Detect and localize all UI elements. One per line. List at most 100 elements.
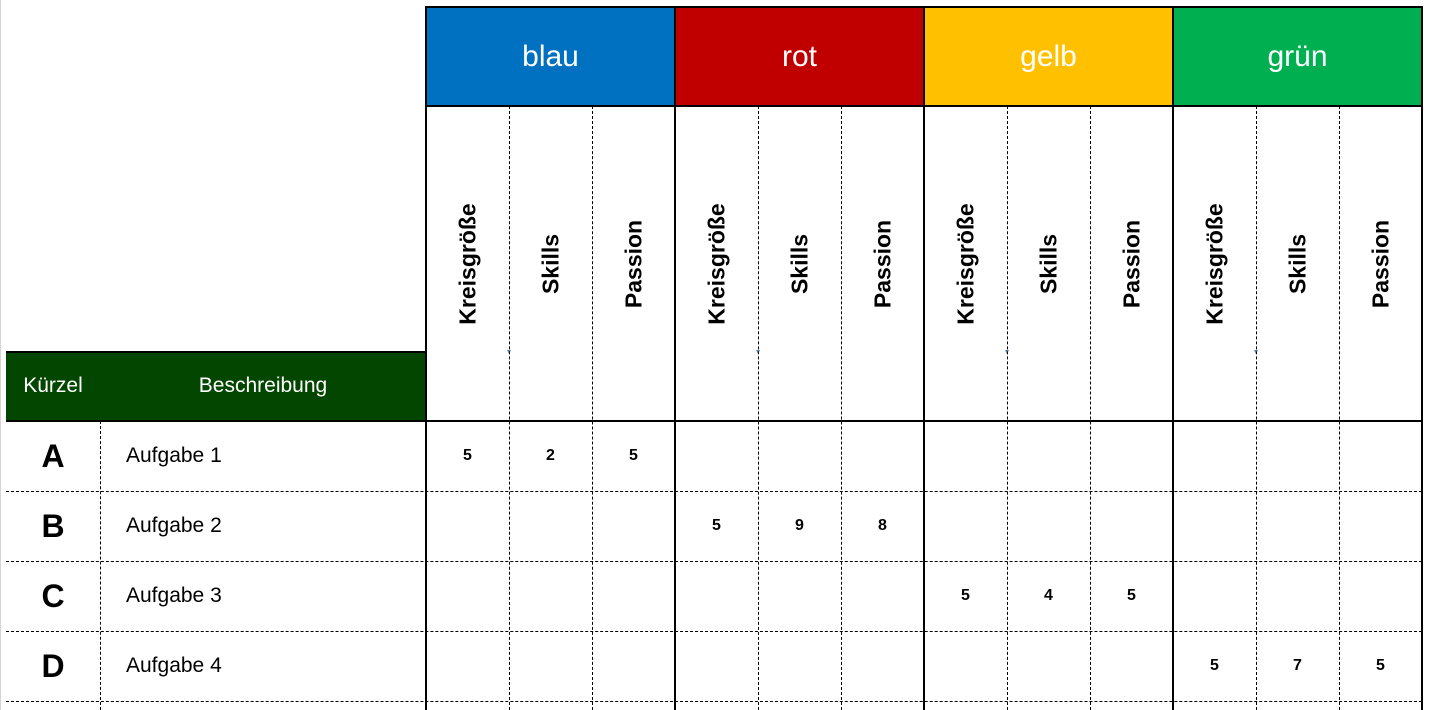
value-cell[interactable] <box>1007 491 1090 561</box>
subheader-label: Kreisgröße <box>952 202 978 325</box>
value-cell[interactable] <box>675 631 758 701</box>
value-cell[interactable] <box>1256 421 1339 491</box>
subheader-cell[interactable]: Passion <box>1090 106 1173 421</box>
subheader-cell[interactable]: Skills <box>1007 106 1090 421</box>
subheader-label: Passion <box>1118 219 1144 308</box>
sheet-left-edge <box>0 0 1 710</box>
subcolumn-border-line <box>592 106 593 710</box>
row-kuerzel[interactable]: D <box>41 647 65 684</box>
group-header-2[interactable]: gelb <box>924 7 1173 106</box>
value-cell[interactable] <box>1256 491 1339 561</box>
value-cell[interactable]: 9 <box>795 517 804 534</box>
value-cell[interactable] <box>1007 631 1090 701</box>
value-cell[interactable]: 5 <box>961 587 970 604</box>
subheader-label: Skills <box>786 233 812 294</box>
value-cell[interactable] <box>1339 491 1422 561</box>
row-beschreibung[interactable]: Aufgabe 3 <box>126 584 222 607</box>
row-separator-line <box>6 631 1422 632</box>
subheader-label: Kreisgröße <box>454 202 480 325</box>
value-cell[interactable] <box>758 421 841 491</box>
subheader-cell[interactable]: Skills <box>758 106 841 421</box>
value-cell[interactable] <box>1090 421 1173 491</box>
row-separator-line <box>6 561 1422 562</box>
subheader-cell[interactable]: Passion <box>841 106 924 421</box>
value-cell[interactable] <box>426 631 509 701</box>
value-cell[interactable]: 7 <box>1293 657 1302 674</box>
value-cell[interactable] <box>1173 421 1256 491</box>
value-cell[interactable] <box>592 631 675 701</box>
value-cell[interactable] <box>1007 421 1090 491</box>
group-header-0[interactable]: blau <box>426 7 675 106</box>
group-header-3[interactable]: grün <box>1173 7 1422 106</box>
subheader-label: Passion <box>1367 219 1393 308</box>
header-beschreibung[interactable]: Beschreibung <box>198 374 328 397</box>
value-cell[interactable] <box>841 421 924 491</box>
value-cell[interactable] <box>1090 631 1173 701</box>
group-border-line <box>1172 6 1174 710</box>
value-cell[interactable] <box>841 561 924 631</box>
row-beschreibung[interactable]: Aufgabe 1 <box>126 444 222 467</box>
value-cell[interactable] <box>426 561 509 631</box>
subcolumn-border-line <box>1256 106 1257 710</box>
subheader-cell[interactable]: Kreisgröße <box>924 106 1007 421</box>
value-cell[interactable] <box>509 631 592 701</box>
value-cell[interactable] <box>924 491 1007 561</box>
value-cell[interactable] <box>509 561 592 631</box>
subheader-label: Passion <box>620 219 646 308</box>
subcolumn-border-line <box>1090 106 1091 710</box>
value-cell[interactable] <box>1256 561 1339 631</box>
row-kuerzel[interactable]: C <box>41 577 65 614</box>
value-cell[interactable]: 5 <box>1210 657 1219 674</box>
value-cell[interactable] <box>675 561 758 631</box>
row-beschreibung[interactable]: Aufgabe 4 <box>126 654 222 677</box>
subcolumn-border-line <box>758 106 759 710</box>
group-border-line <box>425 6 427 710</box>
value-cell[interactable] <box>1173 491 1256 561</box>
value-cell[interactable] <box>1339 561 1422 631</box>
row-beschreibung[interactable]: Aufgabe 2 <box>126 514 222 537</box>
value-cell[interactable] <box>758 631 841 701</box>
row-kuerzel[interactable]: B <box>41 507 65 544</box>
subheader-cell[interactable]: Kreisgröße <box>675 106 758 421</box>
border-header-bottom-line <box>6 420 1423 422</box>
value-cell[interactable] <box>592 561 675 631</box>
kuerzel-border-line <box>100 421 101 710</box>
value-cell[interactable] <box>675 421 758 491</box>
value-cell[interactable]: 5 <box>712 517 721 534</box>
subcolumn-border-line <box>1007 106 1008 710</box>
subcolumn-border-line <box>509 106 510 710</box>
subheader-cell[interactable]: Passion <box>1339 106 1422 421</box>
value-cell[interactable] <box>924 631 1007 701</box>
value-cell[interactable] <box>426 491 509 561</box>
value-cell[interactable] <box>1173 561 1256 631</box>
subheader-cell[interactable]: Kreisgröße <box>426 106 509 421</box>
value-cell[interactable]: 5 <box>1376 657 1385 674</box>
subheader-cell[interactable]: Skills <box>1256 106 1339 421</box>
value-cell[interactable]: 2 <box>546 447 555 464</box>
subcolumn-border-line <box>1339 106 1340 710</box>
subheader-cell[interactable]: Passion <box>592 106 675 421</box>
group-border-line <box>923 6 925 710</box>
value-cell[interactable] <box>509 491 592 561</box>
value-cell[interactable] <box>592 491 675 561</box>
subheader-label: Skills <box>1035 233 1061 294</box>
header-green-block <box>6 351 426 421</box>
value-cell[interactable]: 5 <box>463 447 472 464</box>
value-cell[interactable] <box>841 631 924 701</box>
row-kuerzel[interactable]: A <box>41 437 65 474</box>
value-cell[interactable]: 8 <box>878 517 887 534</box>
row-separator-line <box>6 701 1422 702</box>
value-cell[interactable]: 5 <box>629 447 638 464</box>
subheader-cell[interactable]: Kreisgröße <box>1173 106 1256 421</box>
value-cell[interactable]: 5 <box>1127 587 1136 604</box>
value-cell[interactable] <box>1339 421 1422 491</box>
value-cell[interactable]: 4 <box>1044 587 1053 604</box>
value-cell[interactable] <box>758 561 841 631</box>
subheader-cell[interactable]: Skills <box>509 106 592 421</box>
group-header-1[interactable]: rot <box>675 7 924 106</box>
value-cell[interactable] <box>924 421 1007 491</box>
header-kuerzel[interactable]: Kürzel <box>23 374 83 397</box>
subcolumn-border-line <box>841 106 842 710</box>
value-cell[interactable] <box>1090 491 1173 561</box>
